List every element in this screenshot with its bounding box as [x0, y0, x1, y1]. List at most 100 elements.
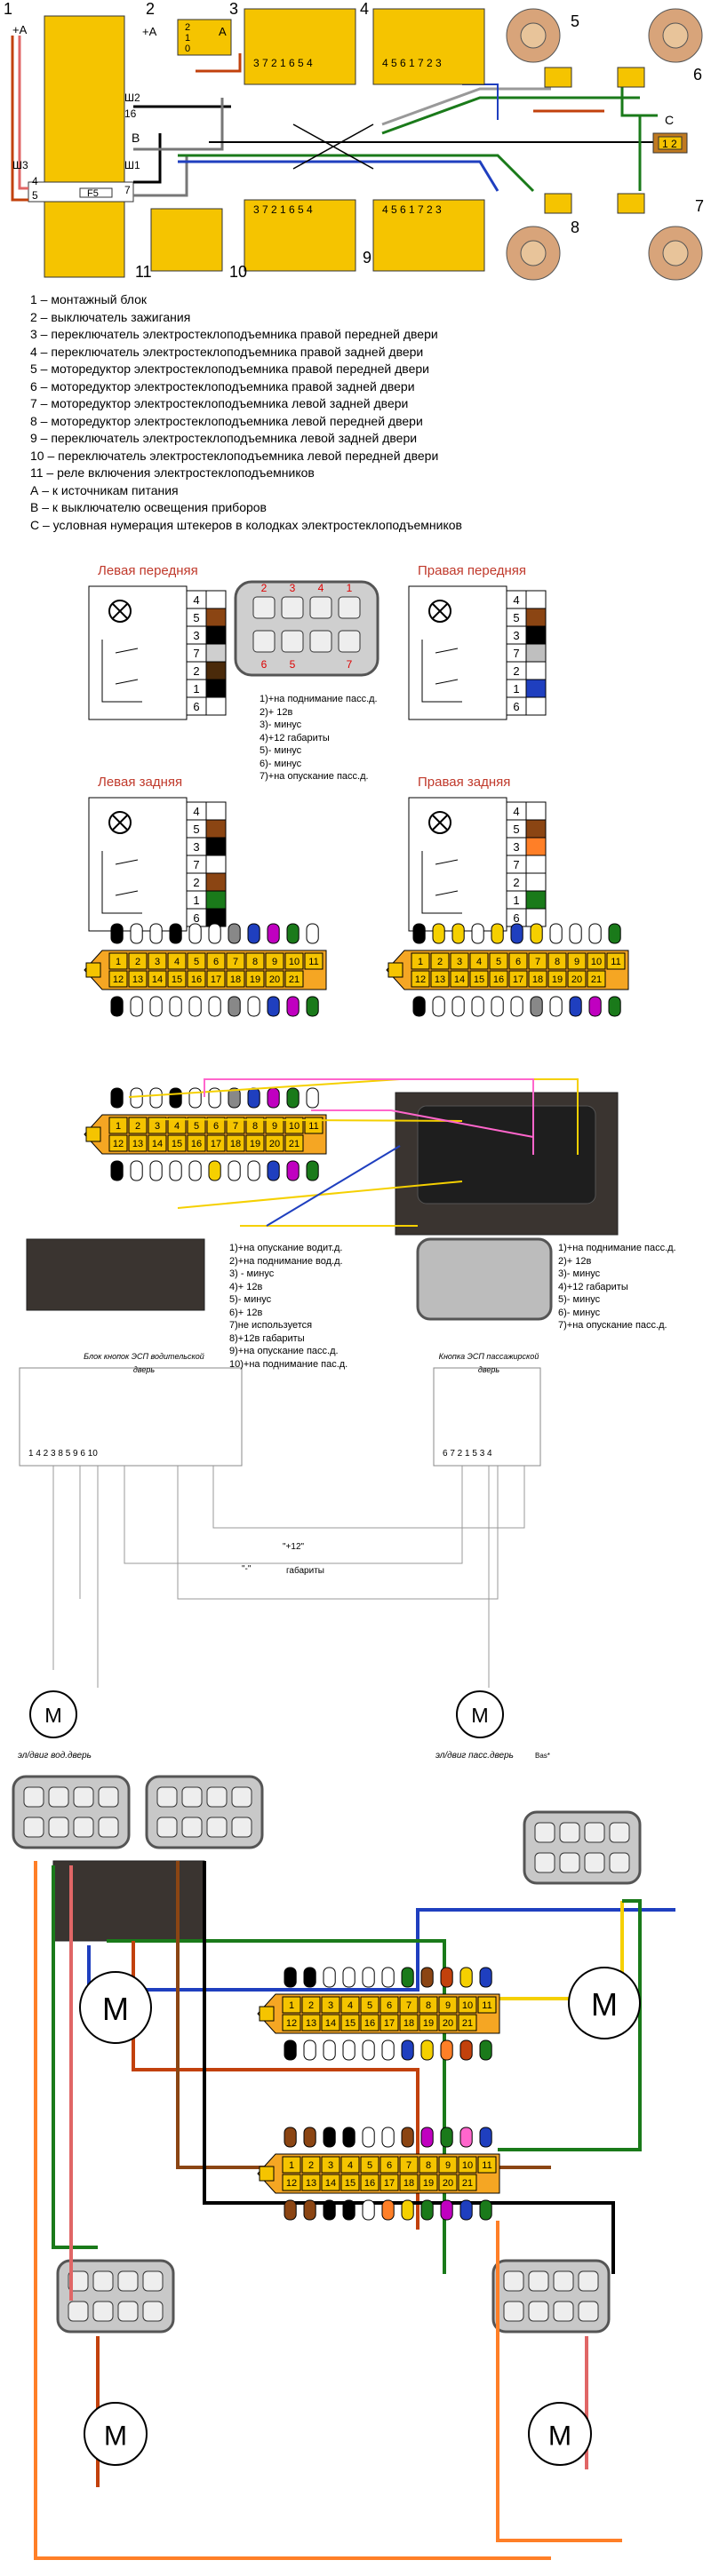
pin-number: 18 [403, 2178, 414, 2189]
wire-end [188, 996, 202, 1017]
pin-number: 15 [172, 1139, 182, 1149]
label-10: 10 [229, 263, 247, 281]
wire-color-swatch [525, 590, 547, 609]
pin-number: 2 [135, 957, 140, 967]
pin-box [186, 696, 207, 716]
wire-end [342, 2127, 356, 2148]
wire-end [169, 996, 182, 1017]
wire-end [110, 996, 124, 1017]
pin-cell [469, 970, 489, 988]
socket [142, 2301, 164, 2322]
switch-10-pins: 3 7 2 1 6 5 4 [253, 203, 313, 216]
pin-number: 1 [116, 957, 121, 967]
pin-cell [450, 952, 469, 970]
pin-number: 7 [513, 858, 519, 871]
wire-color-swatch [525, 908, 547, 927]
wire-end [188, 1087, 202, 1109]
pin-box [506, 696, 527, 716]
pin-cell [438, 2174, 458, 2191]
pin-cell [321, 2156, 340, 2174]
wire-end [284, 2039, 297, 2061]
pin-number: 6 [213, 957, 219, 967]
pin-cell [411, 970, 430, 988]
minus-label: "-" [242, 1564, 252, 1574]
wire [496, 2221, 622, 2542]
pin-cell [108, 970, 128, 988]
pin-number: 8 [555, 957, 560, 967]
photo-connector [234, 580, 379, 677]
pin-number: 13 [306, 2178, 316, 2189]
label-4: 4 [360, 0, 369, 18]
pin-number: 2 [308, 2160, 314, 2171]
pin-number: 6 [513, 911, 519, 925]
wire-color-swatch [205, 855, 227, 874]
motor-8 [506, 226, 561, 281]
pin-cell [321, 1996, 340, 2014]
pin-number: 17 [513, 974, 523, 985]
pin-number: 17 [384, 2018, 395, 2029]
photo-connector-fl [12, 1775, 131, 1849]
pin-cell [187, 970, 206, 988]
pin-number: 2 [193, 664, 199, 678]
wire-end [303, 2199, 316, 2221]
pin-cell [301, 1996, 321, 2014]
connector-body [84, 950, 327, 990]
pin-cell [419, 2014, 438, 2031]
pin-box [506, 855, 527, 874]
pin-number: 3 [193, 629, 199, 642]
pin-cell [321, 2014, 340, 2031]
wire-end [432, 996, 445, 1017]
pin-cell [340, 2174, 360, 2191]
wire-end [362, 1967, 375, 1988]
pin-number: 12 [113, 1139, 124, 1149]
pin-number: 18 [230, 974, 241, 985]
pin-cell [606, 952, 626, 970]
pin-box [186, 801, 207, 821]
wire-end [188, 1160, 202, 1181]
socket [68, 2270, 89, 2292]
pin-number: 6 [387, 2160, 392, 2171]
pin-number: 9 [272, 1121, 277, 1132]
socket [559, 1852, 580, 1873]
pin-box [186, 643, 207, 663]
plus12-label: "+12" [283, 1542, 305, 1552]
pin-number: 12 [113, 974, 124, 985]
pin-number: 21 [462, 2018, 473, 2029]
pin-cell [360, 1996, 379, 2014]
socket [68, 2301, 89, 2322]
pin-number: 8 [426, 2160, 431, 2171]
pin-cell [419, 1996, 438, 2014]
label-c: С [665, 113, 674, 127]
label-sh3: Ш3 [12, 159, 28, 171]
socket [98, 1817, 119, 1838]
pin-number: 16 [364, 2178, 375, 2189]
pin-cell [360, 2014, 379, 2031]
socket [528, 2270, 549, 2292]
pin-number: 18 [230, 1139, 241, 1149]
wire-end [286, 1087, 300, 1109]
legend-item: 5 – моторедуктор электростеклоподъемника… [30, 362, 429, 376]
legend-item: 3 – переключатель электростеклоподъемник… [30, 327, 438, 341]
connector-label: 1 [347, 582, 353, 594]
pin-cell [489, 952, 508, 970]
pin-cell [245, 1117, 265, 1134]
pin-number: 12 [286, 2178, 297, 2189]
label-2: 2 [146, 0, 155, 18]
pin-cell [458, 1996, 477, 2014]
pin-number: 9 [272, 957, 277, 967]
connector-key [259, 2166, 275, 2182]
pin-number: 6 [387, 2000, 392, 2011]
wire-color-swatch [525, 837, 547, 856]
pin-number: 19 [423, 2178, 434, 2189]
wire-end [208, 1087, 221, 1109]
note-line: 8)+12в габариты [229, 1332, 305, 1344]
pin-number: 4 [348, 2160, 353, 2171]
socket [338, 630, 361, 653]
socket [92, 2270, 114, 2292]
wire-end [306, 1160, 319, 1181]
socket [553, 2270, 574, 2292]
pin-cell [438, 1996, 458, 2014]
pin-cell [379, 1996, 399, 2014]
connector-label: 2 [261, 582, 268, 594]
note-line: 3)- минус [558, 1268, 601, 1279]
